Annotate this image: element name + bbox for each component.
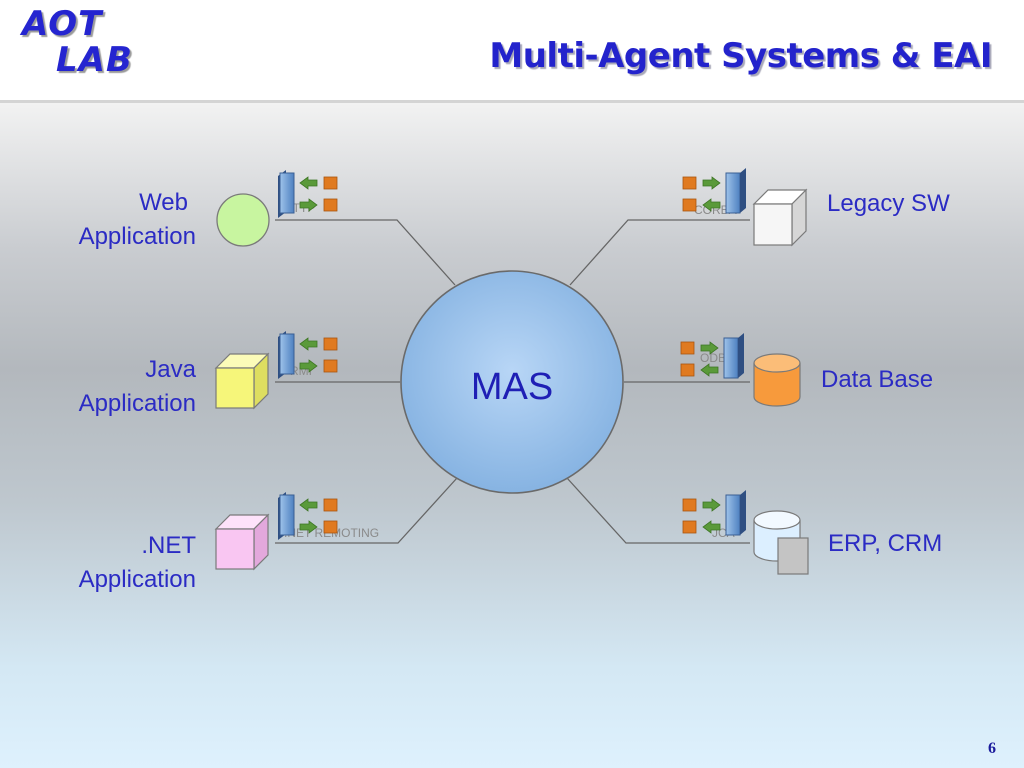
java-application-label-line-1: Java — [145, 356, 196, 383]
web-application-label: Web Application — [79, 186, 196, 254]
logo-line-1: AOT — [22, 4, 103, 44]
page-number: 6 — [988, 740, 996, 757]
line-erp — [566, 477, 750, 544]
database-label: Data Base — [821, 366, 934, 393]
java-application-label: Java Application — [79, 353, 196, 421]
line-web — [275, 219, 456, 286]
erp-crm-label: ERP, CRM — [828, 530, 943, 557]
legacy-sw-icon — [752, 188, 808, 247]
dotnet-application-label-line-2: Application — [78, 566, 196, 593]
dotnet-application-label: .NET Application — [79, 529, 196, 597]
connector-lines — [275, 219, 750, 544]
legacy-sw-label: Legacy SW — [827, 190, 950, 217]
adapter-jca-icon — [682, 489, 747, 536]
aot-lab-logo: AOT LAB — [22, 6, 133, 78]
slide-title: Multi-Agent Systems & EAI — [489, 36, 992, 76]
header-divider — [0, 100, 1024, 103]
mas-hub: MAS — [400, 270, 624, 494]
erp-crm-icon — [753, 510, 809, 575]
web-application-icon — [216, 193, 270, 247]
java-application-icon — [214, 352, 270, 410]
java-application-label-line-2: Application — [78, 390, 196, 417]
line-legacy — [569, 219, 750, 286]
web-application-label-line-1: Web — [139, 189, 188, 216]
logo-line-2: LAB — [56, 40, 133, 80]
database-icon — [753, 353, 801, 407]
adapter-corba-icon — [682, 167, 747, 214]
mas-hub-label: MAS — [471, 366, 553, 408]
dotnet-application-icon — [214, 513, 270, 571]
header — [0, 0, 1024, 100]
web-application-label-line-2: Application — [78, 223, 196, 250]
line-dotnet — [275, 477, 458, 544]
dotnet-application-label-line-1: .NET — [141, 532, 196, 559]
